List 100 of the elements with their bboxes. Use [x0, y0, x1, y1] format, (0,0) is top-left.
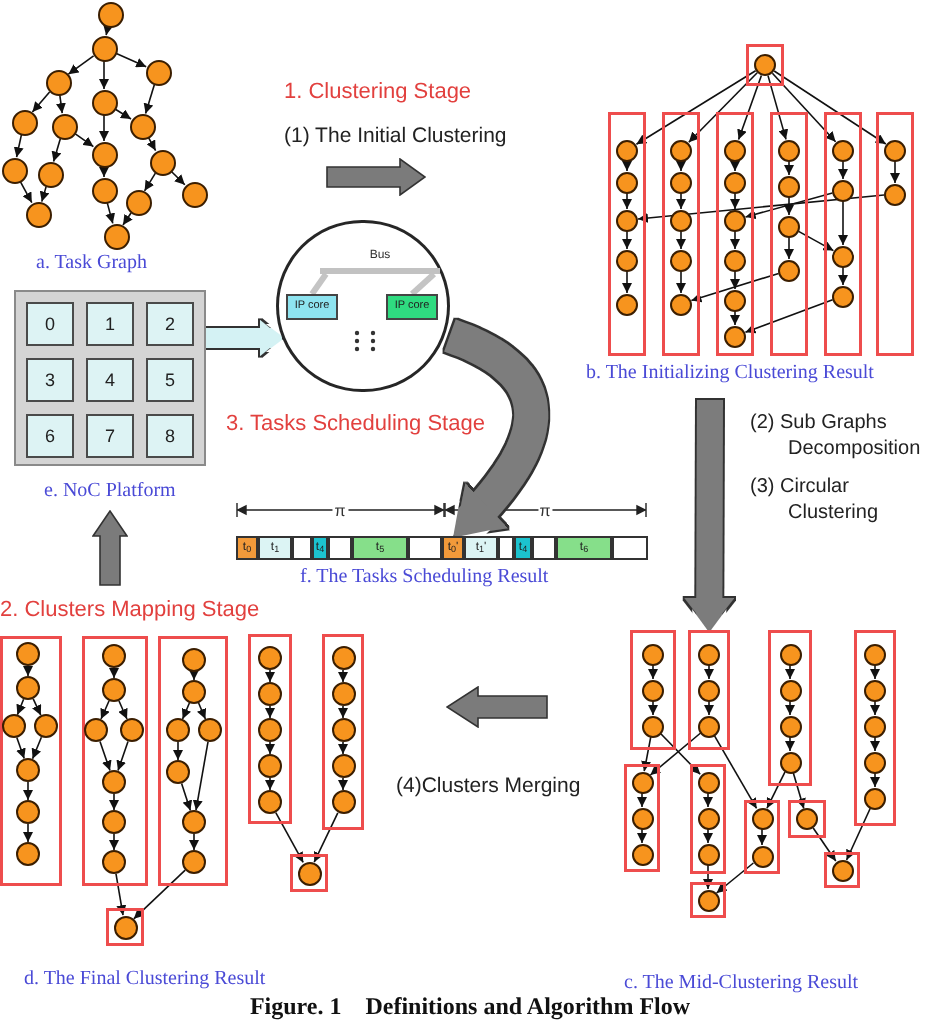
arrow — [635, 70, 757, 145]
arrow — [13, 134, 24, 158]
arrow — [189, 833, 199, 851]
arrow — [641, 736, 652, 772]
arrow — [143, 172, 157, 192]
arrow — [265, 669, 275, 683]
cluster-box — [876, 112, 914, 356]
cluster-box — [788, 800, 826, 838]
task-node — [25, 201, 51, 227]
step-label: (4)Clusters Merging — [396, 774, 581, 800]
task-node — [16, 800, 40, 824]
task-node — [102, 644, 126, 668]
task-node — [616, 293, 638, 315]
noc-tile: 0 — [26, 302, 74, 346]
task-node — [670, 139, 692, 161]
arrow — [690, 272, 780, 303]
task-node — [779, 643, 801, 665]
arrow — [870, 664, 880, 680]
idle-slot — [328, 536, 352, 560]
task-node — [84, 718, 108, 742]
stage-heading: 1. Clustering Stage — [284, 80, 472, 106]
arrow — [890, 160, 900, 184]
noc-tile: 5 — [146, 358, 194, 402]
task-node — [97, 1, 123, 27]
arrow — [67, 55, 95, 75]
task-node — [125, 189, 151, 215]
task-node — [778, 215, 800, 237]
arrow — [660, 733, 701, 775]
arrow — [870, 700, 880, 716]
arrow — [676, 160, 686, 172]
arrow — [115, 52, 147, 68]
arrow — [713, 734, 758, 810]
arrow — [622, 192, 632, 210]
arrow — [32, 698, 42, 716]
arrow — [797, 230, 835, 252]
arrow — [676, 230, 686, 250]
task-node — [631, 807, 653, 829]
task-node — [91, 141, 117, 167]
arrow — [785, 664, 795, 680]
arrow — [773, 70, 887, 145]
task-node — [670, 209, 692, 231]
cluster-box — [630, 630, 676, 750]
task-node — [16, 842, 40, 866]
cluster-box — [158, 636, 228, 886]
task-node — [166, 760, 190, 784]
arrow — [181, 702, 192, 720]
cluster-box — [688, 630, 730, 750]
task-node — [832, 139, 854, 161]
task-node — [129, 113, 155, 139]
arrow — [766, 771, 786, 809]
task-node — [145, 59, 171, 85]
cluster-box — [824, 852, 860, 888]
bus-line — [309, 272, 329, 296]
stage-heading: 2. Clusters Mapping Stage — [0, 598, 260, 624]
arrow — [338, 705, 348, 719]
arrow — [265, 705, 275, 719]
task-node — [120, 718, 144, 742]
cluster-box — [768, 630, 812, 786]
task-node — [724, 209, 746, 231]
idle-slot — [532, 536, 556, 560]
task-node — [258, 682, 282, 706]
task-node — [779, 679, 801, 701]
idle-slot — [408, 536, 442, 560]
arrow — [115, 873, 127, 916]
task-node — [724, 249, 746, 271]
task-node — [37, 161, 63, 187]
task-node — [16, 676, 40, 700]
arrow — [703, 864, 713, 890]
arrow — [99, 740, 112, 772]
task-node — [34, 714, 58, 738]
cluster-box — [824, 112, 862, 356]
arrow — [313, 812, 339, 863]
task-node — [778, 175, 800, 197]
noc-tile: 2 — [146, 302, 194, 346]
noc-tile: 7 — [86, 414, 134, 458]
task-node — [51, 113, 77, 139]
task-node — [102, 770, 126, 794]
arrow — [730, 192, 740, 210]
cluster-box — [106, 908, 144, 946]
noc-tile: 1 — [86, 302, 134, 346]
arrow — [99, 60, 109, 90]
task-node — [91, 177, 117, 203]
arrow — [838, 266, 848, 286]
task-node — [631, 843, 653, 865]
task-node — [864, 643, 886, 665]
cluster-box — [690, 882, 726, 918]
task-node — [11, 109, 37, 135]
panel-caption: a. Task Graph — [36, 252, 147, 276]
cluster-box — [746, 44, 784, 86]
cluster-box — [770, 112, 808, 356]
task-node — [182, 680, 206, 704]
task-node — [697, 771, 719, 793]
task-node — [642, 715, 664, 737]
task-node — [697, 843, 719, 865]
task-node — [884, 183, 906, 205]
arrow — [51, 137, 62, 163]
task-node — [149, 149, 175, 175]
arrow — [785, 736, 795, 752]
arrow — [55, 94, 66, 114]
task-node — [181, 181, 207, 207]
